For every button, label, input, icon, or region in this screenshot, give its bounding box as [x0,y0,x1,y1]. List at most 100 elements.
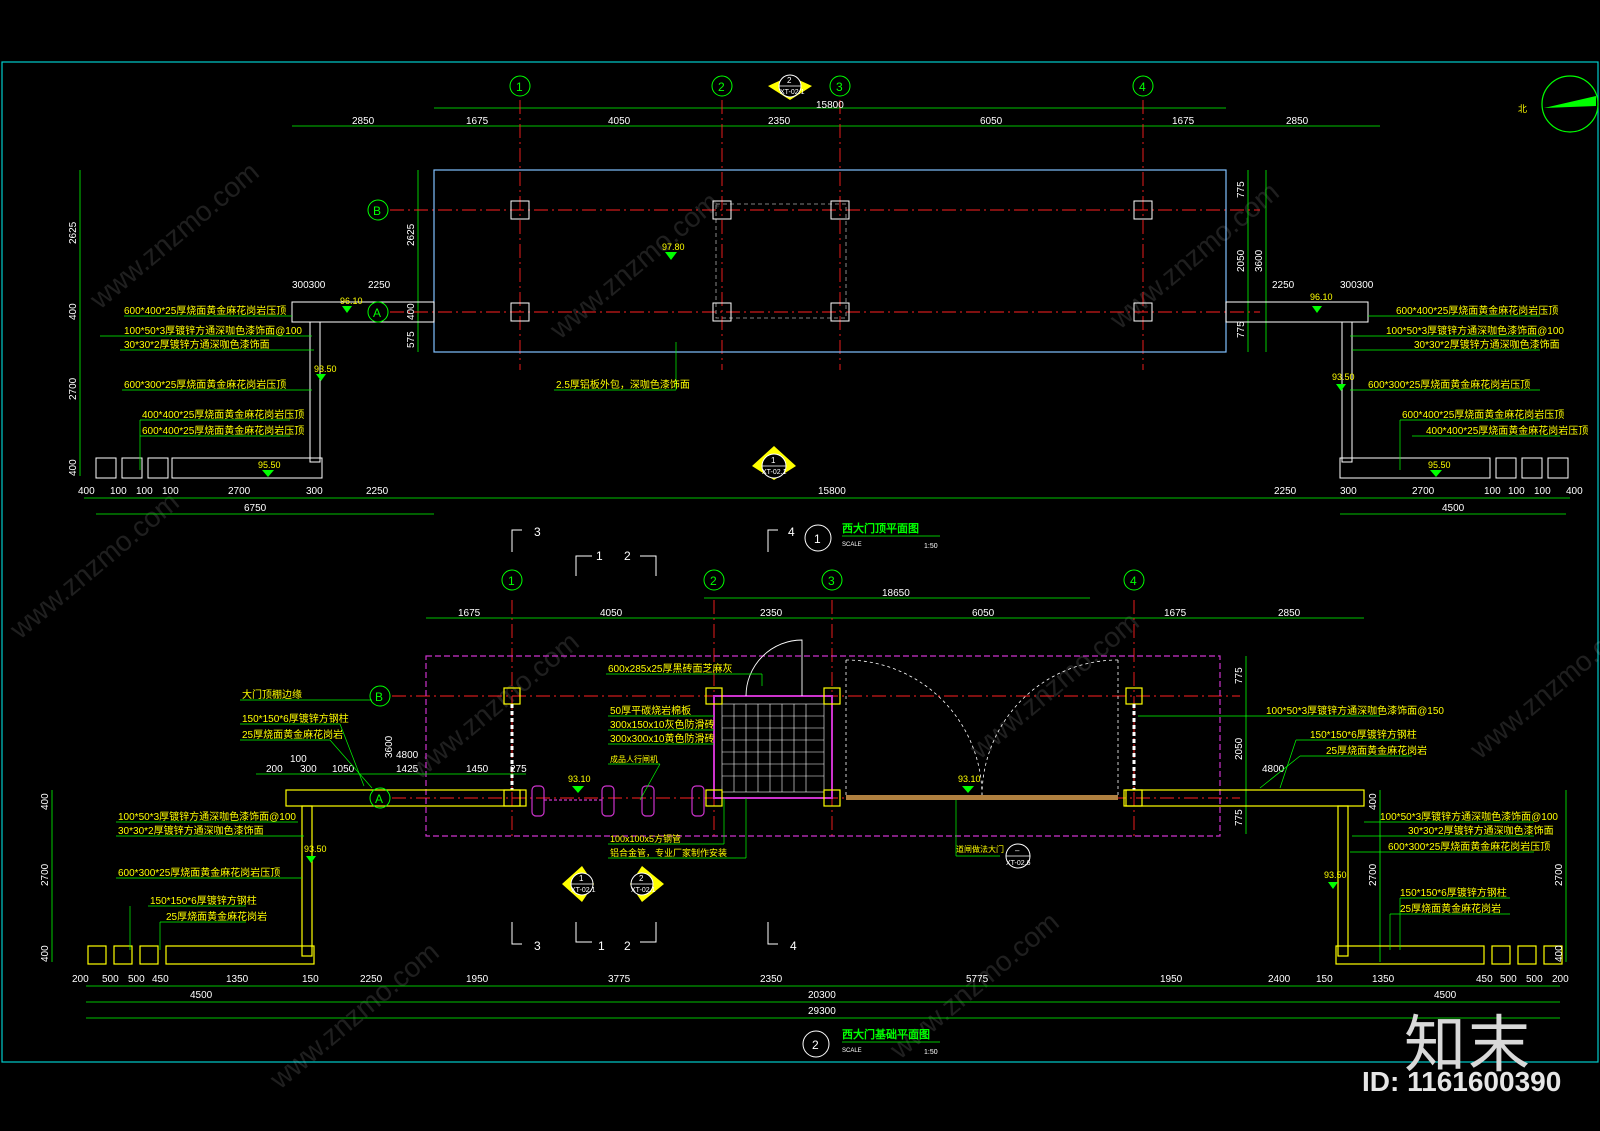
top-grid-axes [367,75,1154,323]
dim-bottom: 1950 [1160,974,1183,985]
dim-top: 4050 [600,608,623,619]
dim-bottom: 1350 [226,974,249,985]
watermark-1: www.znzmo.com [83,156,265,315]
note-left: 25厚烧面黄金麻花岗岩 [166,910,267,923]
cut-mark: 4 [790,939,797,953]
scale-value: 1:50 [924,1049,938,1056]
foundation-grid-axes [369,569,1145,809]
dim-bottom: 100 [136,486,153,497]
guardhouse-tiles [721,703,825,793]
dim-top: 2350 [768,116,791,127]
dim-bottom: 100 [1508,486,1525,497]
note-left: 150*150*6厚镀锌方钢柱 [242,712,349,725]
note-right: 100*50*3厚镀锌方通深咖色漆饰面@100 [1386,324,1564,337]
note-right: 30*30*2厚镀锌方通深咖色漆饰面 [1408,824,1554,837]
dim-mid: 300 [300,764,317,775]
dim-bottom: 100 [1484,486,1501,497]
note-right: 150*150*6厚镀锌方钢柱 [1400,886,1507,899]
dim-top: 6050 [972,608,995,619]
brand-logo: 知末 [1404,1008,1533,1081]
section-num: 2 [787,76,792,85]
dim-bottom: 2400 [1268,974,1291,985]
axis-b: B [373,204,381,218]
side-dim: 3600 [384,735,395,758]
dim-bottom-sub: 6750 [244,503,267,514]
note-center: 600x285x25厚黑砖面芝麻灰 [608,662,733,675]
dim-top: 6050 [980,116,1003,127]
dim-bottom: 150 [1316,974,1333,985]
dim-bottom: 500 [102,974,119,985]
dim-bottom: 450 [152,974,169,985]
dim-top: 1675 [466,116,489,127]
cut-mark: 4 [788,525,795,539]
foundation-section-mark-1 [562,866,594,902]
dim-bottom: 2250 [1274,486,1297,497]
dim-mid: 200 [266,764,283,775]
scale-label: SCALE [842,542,862,548]
guardhouse [713,695,833,799]
scale-value: 1:50 [924,543,938,550]
note-left: 30*30*2厚镀锌方通深咖色漆饰面 [124,338,270,351]
note-left: 100*50*3厚镀锌方通深咖色漆饰面@100 [118,810,296,823]
note-center: 50厚平碳烧岩棉板 [610,704,691,717]
section-num: 2 [639,874,644,883]
note-center: 成品人行闸机 [610,754,658,764]
roof-outline [433,169,1227,353]
cut-mark: 2 [624,939,631,953]
cut-mark: 3 [534,939,541,953]
dim-bottom: 1350 [1372,974,1395,985]
note-left: 150*150*6厚镀锌方钢柱 [150,894,257,907]
section-num: 1 [579,874,584,883]
dim-top: 1675 [1172,116,1195,127]
dim-bottom-sub: 4500 [1434,990,1457,1001]
level-label: 93.50 [304,844,327,854]
axis-4: 4 [1130,574,1137,588]
note-right: 100*50*3厚镀锌方通深咖色漆饰面@100 [1380,810,1558,823]
note-center: 道闸做法大门 [956,844,1004,854]
dim-bottom: 1950 [466,974,489,985]
dim-right: 2700 [1368,863,1379,886]
axis-1: 1 [516,80,523,94]
note-left: 100*50*3厚镀锌方通深咖色漆饰面@100 [124,324,302,337]
note-left: 600*300*25厚烧面黄金麻花岗岩压顶 [124,378,286,391]
gate-swing [845,659,1119,798]
gate-rail [846,795,1118,800]
wing-dim: 2250 [368,280,391,291]
side-dim: 4800 [396,750,419,761]
dim-bottom: 200 [72,974,89,985]
dim-inner-left: 2625 [406,223,417,246]
dim-mid: 275 [510,764,527,775]
watermark-6: www.znzmo.com [963,606,1145,765]
left-wing-wall [95,301,435,479]
cut-mark: 2 [624,549,631,563]
note-left: 600*400*25厚烧面黄金麻花岗岩压顶 [124,304,286,317]
note-right: 400*400*25厚烧面黄金麻花岗岩压顶 [1426,424,1588,437]
foundation-section-mark-3 [1005,843,1031,869]
note-left: 600*400*25厚烧面黄金麻花岗岩压顶 [142,424,304,437]
note-center: 100x100x5方钢管 [610,833,681,844]
section-num: – [1015,846,1020,855]
dim-bottom: 500 [128,974,145,985]
dim-right: 3600 [1254,249,1265,272]
dim-mid: 1450 [466,764,489,775]
note-center: 铝合金管，专业厂家制作安装 [610,847,727,858]
level-label: 93.50 [1324,870,1347,880]
section-ref: XT-02.1 [780,89,805,96]
dim-inner-left: 400 [406,303,417,320]
axis-3: 3 [828,574,835,588]
watermark-4: www.znzmo.com [3,486,185,645]
dim-bottom: 2350 [760,974,783,985]
leaders-right [1350,315,1560,470]
axis-2: 2 [718,80,725,94]
axis-3: 3 [836,80,843,94]
level-label: 95.50 [258,460,281,470]
dim-bottom: 100 [162,486,179,497]
dim-bottom: 100 [1534,486,1551,497]
wing-dim: 300300 [1340,280,1374,291]
dim-top: 4050 [608,116,631,127]
dim-left: 2700 [40,863,51,886]
dim-left: 400 [40,945,51,962]
note-right: 600*400*25厚烧面黄金麻花岗岩压顶 [1402,408,1564,421]
